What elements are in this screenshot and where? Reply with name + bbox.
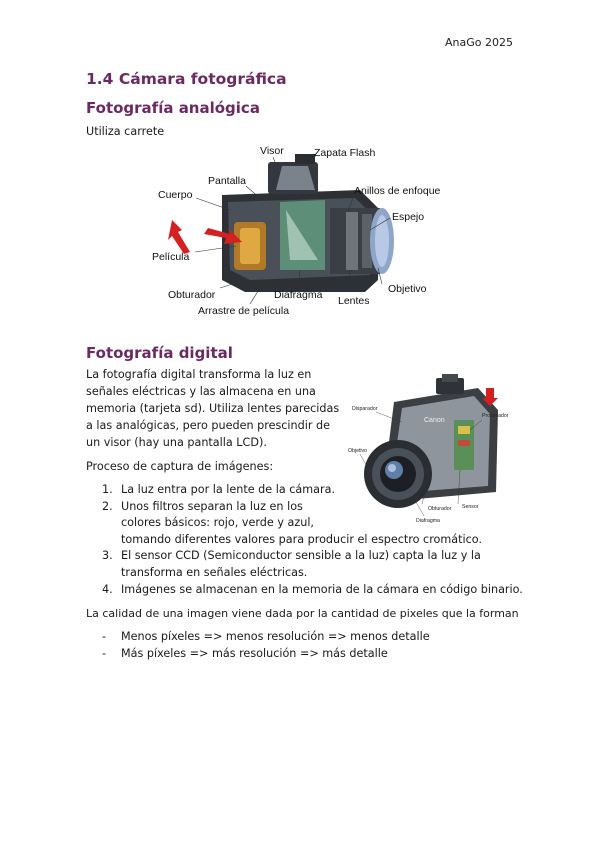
bullet-mark: - — [102, 630, 107, 643]
label-pelicula: Película — [152, 251, 190, 263]
step-line: La luz entra por la lente de la cámara. — [121, 483, 336, 496]
process-steps: 1. La luz entra por la lente de la cámar… — [86, 482, 526, 598]
label-sensor: Sensor — [462, 504, 479, 510]
step-line: Unos filtros separan la luz en los — [121, 499, 303, 513]
label-arrastre: Arrastre de película — [198, 305, 289, 317]
step-line: transforma en señales eléctricas. — [121, 565, 308, 579]
resolution-bullets: - Menos píxeles => menos resolución => m… — [86, 629, 526, 662]
step-line: colores básicos: rojo, verde y azul, — [121, 516, 314, 530]
analog-text: Utiliza carrete — [86, 125, 165, 138]
list-item: - Más píxeles => más resolución => más d… — [86, 646, 526, 663]
label-lentes: Lentes — [338, 295, 370, 307]
label-pantalla: Pantalla — [208, 175, 246, 187]
process-label: Proceso de captura de imágenes: — [86, 460, 274, 473]
label-obturador-digital: Obturador — [428, 506, 452, 512]
step-line: El sensor CCD (Semiconductor sensible a … — [121, 549, 481, 563]
list-item: 3. El sensor CCD (Semiconductor sensible… — [86, 548, 526, 581]
list-item: - Menos píxeles => menos resolución => m… — [86, 629, 526, 646]
step-line: Imágenes se almacenan en la memoria de l… — [121, 582, 523, 596]
label-espejo: Espejo — [392, 211, 424, 223]
page-header-note: AnaGo 2025 — [445, 36, 513, 49]
brand-text: Canon — [424, 417, 445, 424]
digital-camera-illustration: Canon — [364, 374, 498, 508]
bullet-text: Menos píxeles => menos resolución => men… — [121, 630, 430, 643]
step-number: 3. — [102, 549, 113, 563]
label-obturador: Obturador — [168, 289, 216, 301]
step-number: 2. — [102, 499, 113, 513]
analog-camera-illustration — [168, 154, 394, 292]
label-objetivo-digital: Objetivo — [348, 448, 367, 454]
label-visor: Visor — [260, 145, 284, 157]
intro-line: memoria (tarjeta sd). Utiliza lentes par… — [86, 402, 340, 415]
step-line: tomando diferentes valores para producir… — [121, 532, 483, 546]
intro-line: La fotografía digital transforma la luz … — [86, 368, 312, 381]
label-procesador: Procesador — [482, 413, 509, 419]
label-diafragma-digital: Diafragma — [416, 518, 440, 524]
step-number: 1. — [102, 483, 113, 496]
intro-line: a las analógicas, pero pueden prescindir… — [86, 419, 330, 432]
quality-text: La calidad de una imagen viene dada por … — [86, 607, 519, 620]
label-zapata-flash: Zapata Flash — [314, 147, 375, 159]
label-anillos: Anillos de enfoque — [354, 185, 441, 197]
section-title: 1.4 Cámara fotográfica — [86, 70, 287, 88]
bullet-mark: - — [102, 646, 107, 660]
label-cuerpo: Cuerpo — [158, 189, 193, 201]
analog-title: Fotografía analógica — [86, 99, 260, 117]
list-item: 1. La luz entra por la lente de la cámar… — [86, 482, 526, 499]
list-item: 4. Imágenes se almacenan en la memoria d… — [86, 582, 526, 599]
digital-intro: La fotografía digital transforma la luz … — [86, 366, 341, 451]
bullet-text: Más píxeles => más resolución => más det… — [121, 646, 388, 660]
label-objetivo: Objetivo — [388, 283, 427, 295]
intro-line: señales eléctricas y las almacena en una — [86, 385, 316, 398]
label-diafragma: Diafragma — [274, 289, 323, 301]
digital-title: Fotografía digital — [86, 344, 233, 362]
digital-camera-figure: Canon Disparador Procesador Objetivo Obt… — [348, 374, 509, 524]
label-disparador: Disparador — [352, 406, 378, 412]
list-item: 2. Unos filtros separan la luz en los co… — [86, 499, 526, 549]
analog-camera-figure: Visor Zapata Flash Pantalla Cuerpo Anill… — [152, 145, 441, 317]
step-number: 4. — [102, 582, 113, 596]
intro-line: un visor (hay una pantalla LCD). — [86, 436, 267, 449]
